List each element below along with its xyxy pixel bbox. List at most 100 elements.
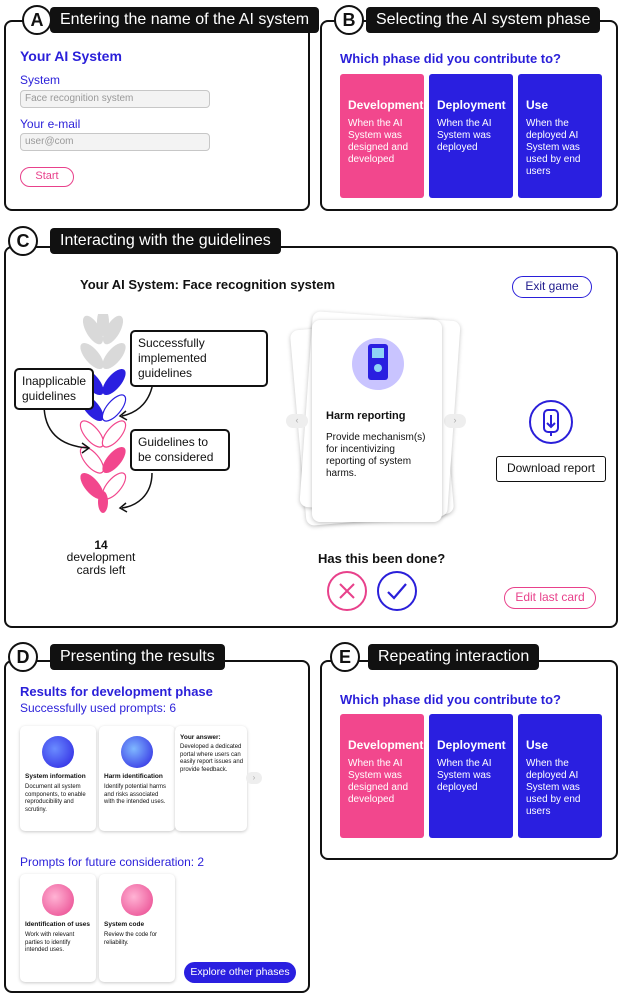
leaves-implemented — [80, 314, 126, 370]
phase-development[interactable]: Development When the AI System was desig… — [340, 74, 424, 198]
harm-identification-icon — [121, 736, 153, 768]
future-card-title: System code — [104, 921, 145, 928]
guideline-progress-illustration — [79, 314, 127, 513]
icon-ring — [529, 400, 573, 444]
system-input[interactable]: Face recognition system — [20, 90, 210, 108]
phase-desc: When the AI System was deployed — [437, 118, 492, 153]
arrowhead — [118, 502, 128, 513]
arrow-consider — [121, 472, 153, 509]
panel-a-badge: A — [22, 5, 52, 35]
callout-to-consider: Guidelines to be considered — [130, 429, 230, 471]
icon-dot — [374, 364, 382, 372]
download-icon[interactable] — [528, 399, 574, 445]
exit-game-button[interactable]: Exit game — [512, 276, 592, 298]
panel-e-question: Which phase did you contribute to? — [340, 692, 561, 707]
leaf — [101, 394, 127, 422]
panel-e: Which phase did you contribute to? Devel… — [320, 660, 618, 860]
phase-title: Development — [348, 98, 424, 112]
result-card-title: System information — [25, 773, 86, 780]
result-card-title: Harm identification — [104, 773, 163, 780]
system-label: System — [20, 73, 61, 87]
panel-d-badge: D — [8, 642, 38, 672]
phase-desc: When the AI System was designed and deve… — [348, 118, 409, 165]
future-card: Identification of uses Work with relevan… — [20, 874, 96, 982]
previous-card-arrow[interactable]: ‹ — [286, 414, 308, 428]
answer-text: Developed a dedicated portal where users… — [180, 744, 244, 773]
result-card-desc: Document all system components, to enabl… — [25, 784, 86, 813]
result-card: Harm identification Identify potential h… — [99, 726, 175, 831]
email-input[interactable]: user@com — [20, 133, 210, 151]
answer-card: Your answer: Developed a dedicated porta… — [175, 726, 247, 831]
panel-c: Your AI System: Face recognition system … — [4, 246, 618, 628]
panel-a-heading: Your AI System — [20, 48, 122, 64]
phase-title: Deployment — [437, 98, 506, 112]
panel-a: Your AI System System Face recognition s… — [4, 20, 310, 211]
arrowhead — [81, 442, 91, 454]
accept-check-icon[interactable] — [376, 570, 418, 612]
download-report-button[interactable]: Download report — [496, 456, 606, 482]
results-heading: Results for development phase — [20, 684, 213, 699]
future-card: System code Review the code for reliabil… — [99, 874, 175, 982]
edit-last-card-button[interactable]: Edit last card — [504, 587, 596, 609]
next-card-arrow[interactable]: › — [444, 414, 466, 428]
panel-b-title: Selecting the AI system phase — [366, 7, 601, 33]
panel-b-badge: B — [334, 5, 364, 35]
callout-implemented: Successfully implemented guidelines — [130, 330, 268, 387]
result-card: System information Document all system c… — [20, 726, 96, 831]
panel-a-title: Entering the name of the AI system — [50, 7, 320, 33]
harm-reporting-icon — [352, 338, 404, 390]
phase-title: Development — [348, 738, 424, 752]
phase-options: Development When the AI System was desig… — [340, 714, 602, 838]
explore-other-phases-button[interactable]: Explore other phases — [184, 962, 296, 983]
leaf — [102, 368, 126, 396]
guideline-card: Harm reporting Provide mechanism(s) for … — [312, 320, 442, 522]
next-result-arrow[interactable]: › — [246, 772, 262, 784]
future-card-desc: Work with relevant parties to identify i… — [25, 932, 75, 953]
system-code-icon — [121, 884, 153, 916]
leaf — [80, 342, 104, 370]
phase-deployment[interactable]: Deployment When the AI System was deploy… — [429, 714, 513, 838]
reject-x-icon[interactable] — [326, 570, 368, 612]
leaf — [101, 420, 127, 448]
phase-desc: When the AI System was deployed — [437, 758, 492, 793]
arrowhead — [118, 410, 128, 421]
start-button[interactable]: Start — [20, 167, 74, 187]
phase-development[interactable]: Development When the AI System was desig… — [340, 714, 424, 838]
leaf — [102, 315, 124, 345]
panel-b-question: Which phase did you contribute to? — [340, 51, 561, 66]
phase-title: Use — [526, 98, 549, 112]
leaf — [82, 315, 104, 345]
system-info-icon — [42, 736, 74, 768]
phase-deployment[interactable]: Deployment When the AI System was deploy… — [429, 74, 513, 198]
result-card-desc: Identify potential harms and risks assoc… — [104, 784, 167, 805]
leaf — [79, 420, 105, 448]
icon-panel — [372, 348, 384, 358]
email-label: Your e-mail — [20, 117, 81, 131]
ai-system-heading: Your AI System: Face recognition system — [80, 277, 336, 292]
identification-of-uses-icon — [42, 884, 74, 916]
future-card-title: Identification of uses — [25, 921, 91, 928]
leaf — [98, 491, 108, 513]
panel-b: Which phase did you contribute to? Devel… — [320, 20, 618, 211]
panel-e-badge: E — [330, 642, 360, 672]
panel-c-badge: C — [8, 226, 38, 256]
icon-ring — [327, 571, 367, 611]
future-prompts-label: Prompts for future consideration: 2 — [20, 855, 205, 869]
future-card-desc: Review the code for reliability. — [104, 932, 158, 946]
used-prompts-label: Successfully used prompts: 6 — [20, 701, 177, 715]
panel-d: Results for development phase Successful… — [4, 660, 310, 993]
phase-desc: When the AI System was designed and deve… — [348, 758, 409, 805]
done-question: Has this been done? — [318, 551, 446, 566]
icon-stroke — [339, 583, 355, 599]
phase-title: Use — [526, 738, 549, 752]
icon-ring — [377, 571, 417, 611]
panel-c-title: Interacting with the guidelines — [50, 228, 281, 254]
icon-arrowhead — [546, 422, 556, 429]
callout-inapplicable: Inapplicable guidelines — [14, 368, 94, 410]
phase-desc: When the deployed AI System was used by … — [526, 118, 581, 177]
phase-use[interactable]: Use When the deployed AI System was used… — [518, 74, 602, 198]
answer-title: Your answer: — [180, 734, 221, 741]
phase-title: Deployment — [437, 738, 506, 752]
icon-check — [387, 583, 407, 600]
phase-use[interactable]: Use When the deployed AI System was used… — [518, 714, 602, 838]
